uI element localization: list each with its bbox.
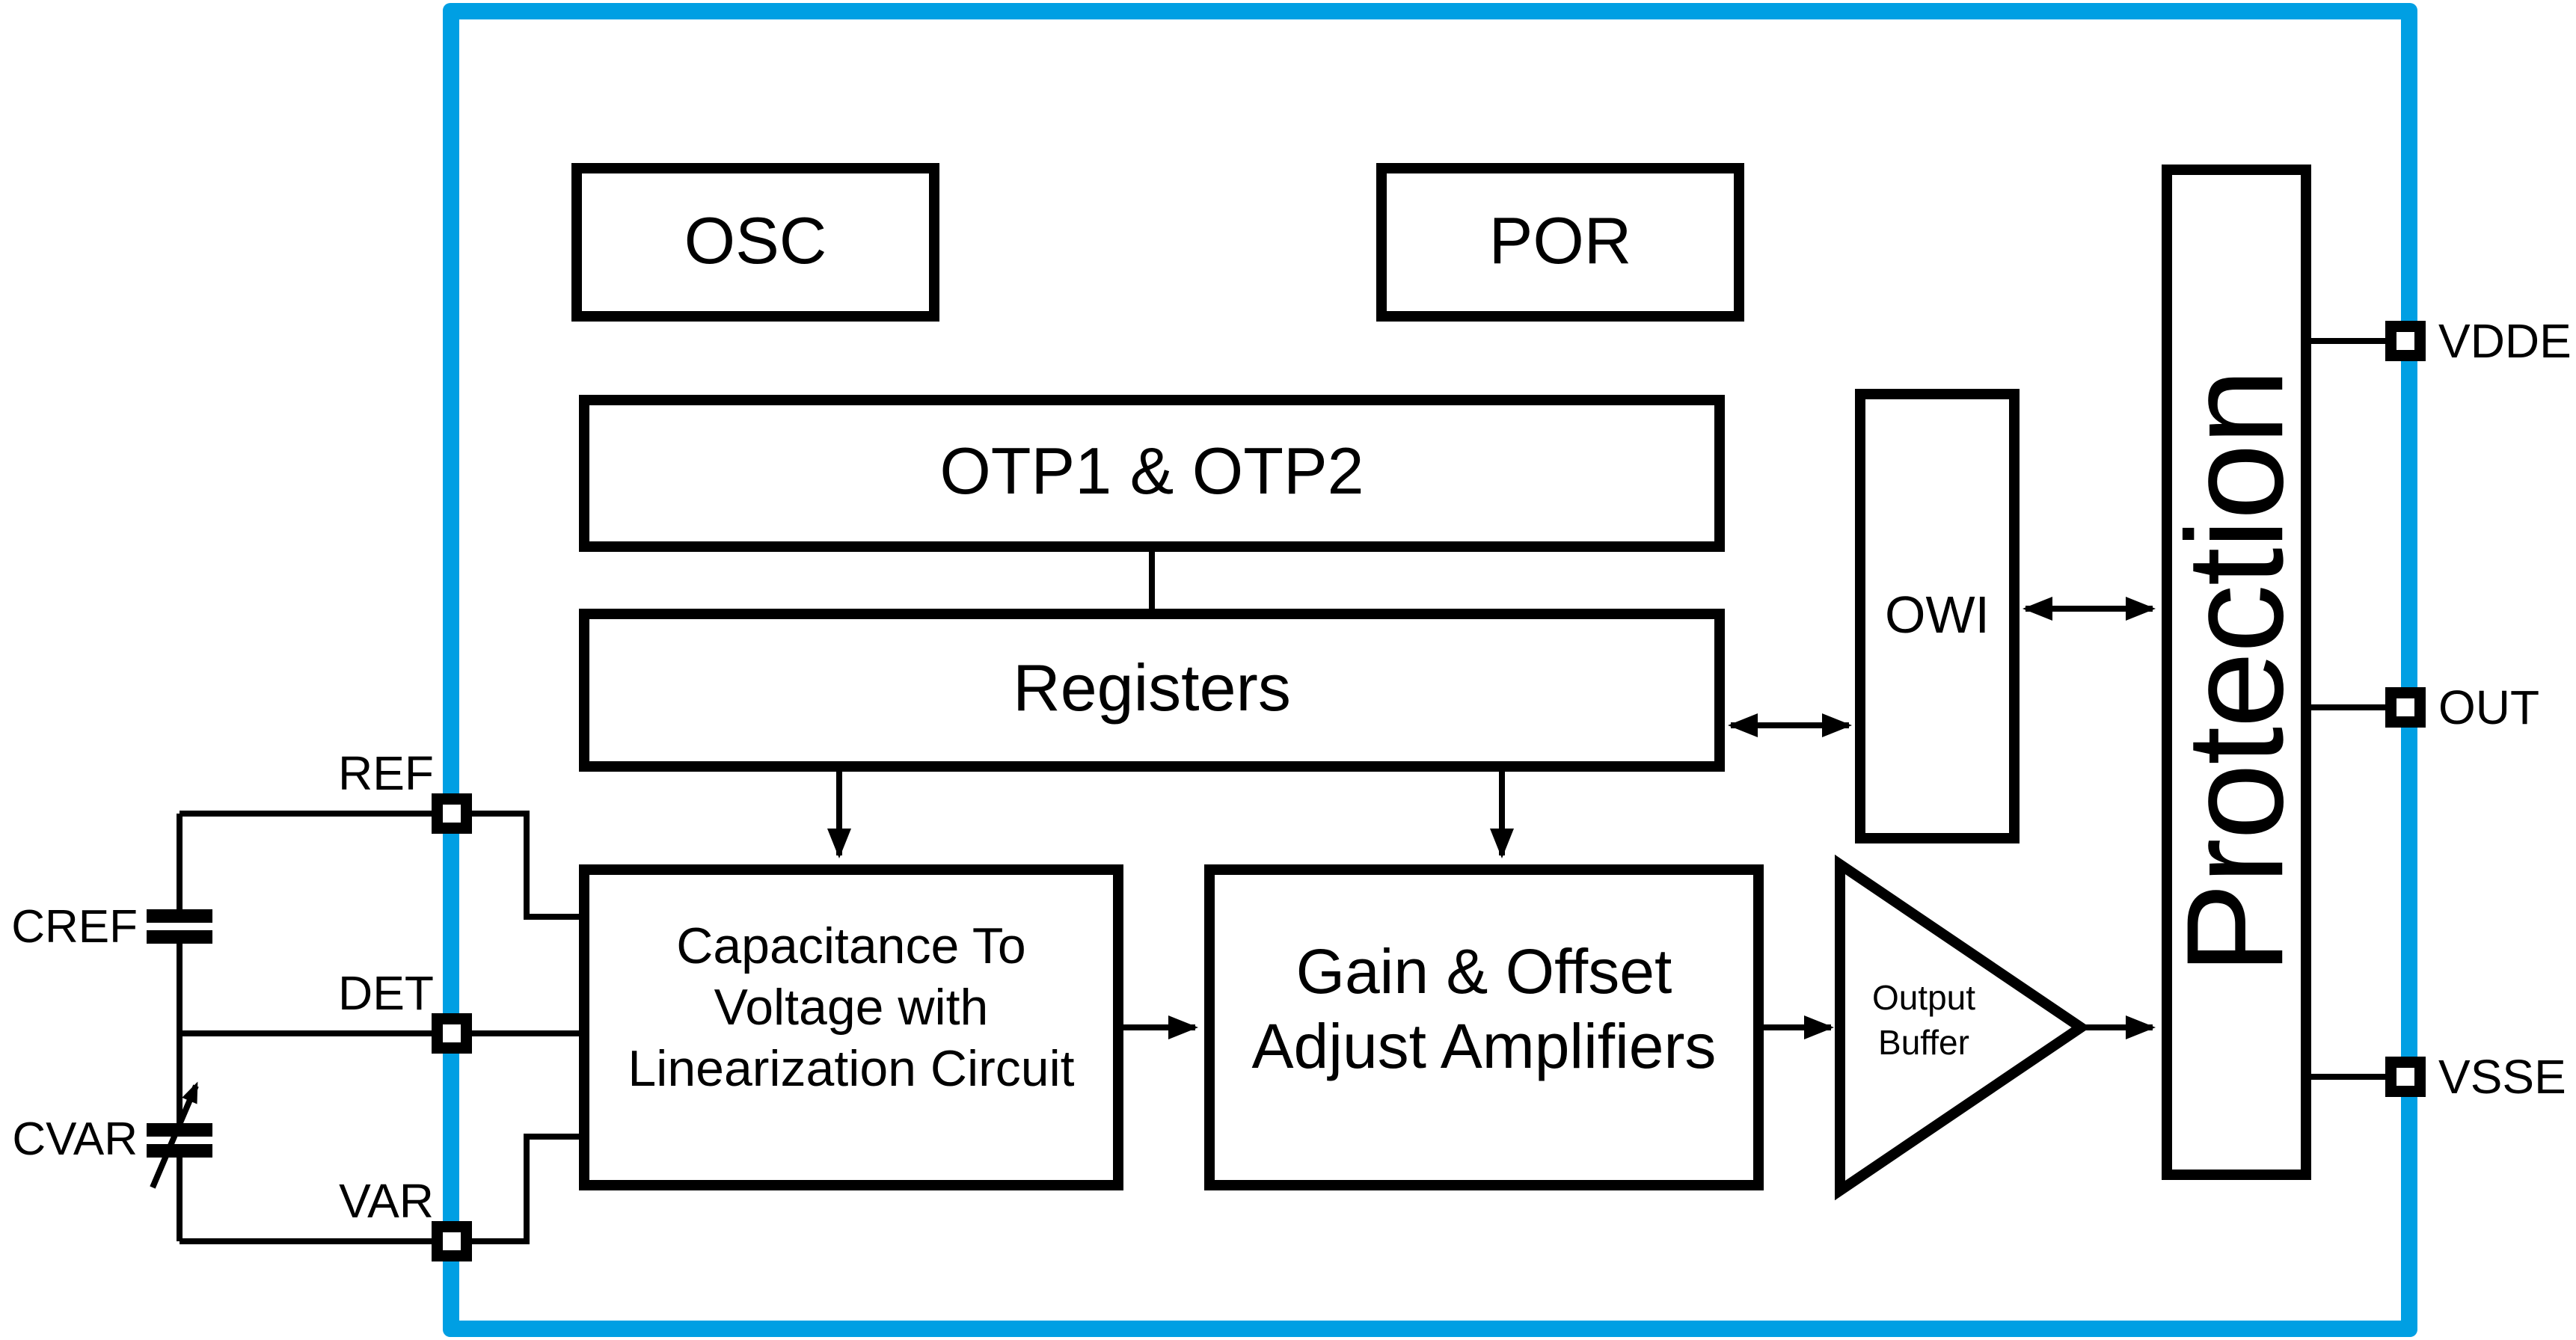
por-label: POR bbox=[1488, 204, 1632, 278]
otp-label: OTP1 & OTP2 bbox=[939, 435, 1364, 509]
cvar-variable-arrow bbox=[150, 1081, 199, 1189]
gain-line-2: Adjust Amplifiers bbox=[1251, 1011, 1717, 1081]
registers-block: Registers bbox=[579, 609, 1725, 772]
pin-label-out: OUT bbox=[2438, 680, 2540, 734]
pin-label-vdde: VDDE bbox=[2438, 314, 2572, 368]
osc-label: OSC bbox=[684, 204, 827, 278]
wire-var-pin-to-c2v bbox=[452, 1134, 582, 1244]
cvar-plate-bottom bbox=[147, 1144, 212, 1158]
osc-block: OSC bbox=[571, 163, 939, 322]
cref-plate-top bbox=[147, 909, 212, 923]
owi-block: OWI bbox=[1855, 389, 2020, 843]
pin-label-ref: REF bbox=[338, 746, 434, 800]
c2v-line-1: Capacitance To bbox=[676, 918, 1026, 974]
pin-label-vsse: VSSE bbox=[2438, 1050, 2566, 1104]
pin-squares bbox=[432, 321, 2426, 1261]
pin-label-det: DET bbox=[338, 966, 434, 1020]
cvar-capacitor-symbol bbox=[147, 1081, 212, 1189]
gain-offset-block: Gain & Offset Adjust Amplifiers bbox=[1204, 864, 1764, 1190]
gain-offset-label: Gain & Offset Adjust Amplifiers bbox=[1252, 935, 1717, 1084]
cref-label: CREF bbox=[11, 900, 138, 953]
pin-square-out bbox=[2385, 687, 2426, 728]
pin-square-var bbox=[432, 1221, 472, 1261]
gain-line-1: Gain & Offset bbox=[1295, 936, 1672, 1006]
internal-connectors bbox=[827, 552, 2156, 1039]
registers-label: Registers bbox=[1013, 652, 1291, 726]
pin-square-ref bbox=[432, 793, 472, 834]
c2v-line-2: Voltage with bbox=[714, 979, 989, 1036]
output-buffer-line-1: Output bbox=[1871, 978, 1976, 1017]
pin-square-det bbox=[432, 1013, 472, 1054]
capacitance-to-voltage-label: Capacitance To Voltage with Linearizatio… bbox=[628, 916, 1074, 1100]
cref-capacitor-symbol bbox=[147, 909, 212, 944]
protection-label: Protection bbox=[2159, 369, 2313, 975]
output-buffer-label: Output Buffer bbox=[1844, 975, 2003, 1065]
pin-label-var: VAR bbox=[339, 1174, 434, 1228]
right-pin-wires bbox=[2311, 338, 2399, 1080]
output-buffer-triangle bbox=[1835, 854, 2091, 1201]
pin-square-vdde bbox=[2385, 321, 2426, 361]
wire-ref-pin-to-c2v bbox=[452, 811, 582, 920]
owi-label: OWI bbox=[1885, 586, 1990, 645]
pin-square-vsse bbox=[2385, 1057, 2426, 1097]
otp-block: OTP1 & OTP2 bbox=[579, 395, 1725, 552]
cref-plate-bottom bbox=[147, 930, 212, 944]
c2v-line-3: Linearization Circuit bbox=[628, 1040, 1075, 1097]
left-external-wires bbox=[177, 811, 582, 1244]
cvar-label: CVAR bbox=[12, 1113, 138, 1165]
capacitance-to-voltage-block: Capacitance To Voltage with Linearizatio… bbox=[579, 864, 1123, 1190]
protection-block: Protection bbox=[2159, 165, 2312, 1180]
output-buffer-line-2: Buffer bbox=[1878, 1023, 1969, 1062]
por-block: POR bbox=[1376, 163, 1744, 322]
